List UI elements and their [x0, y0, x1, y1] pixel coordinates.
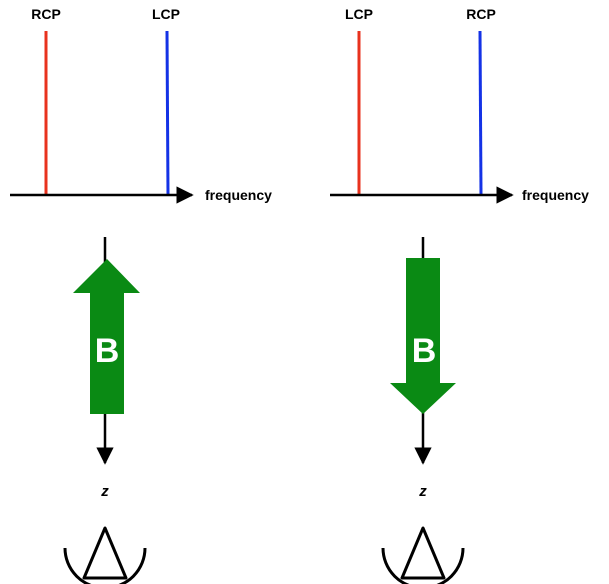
observer-eye-icon	[381, 526, 465, 584]
right-spectral-line-2	[478, 30, 483, 196]
left-line-2-label: LCP	[152, 6, 180, 22]
left-field-label: B	[95, 332, 120, 370]
right-field-arrow-down	[390, 258, 456, 414]
right-z-label: z	[418, 483, 427, 500]
right-line-1-label: LCP	[345, 6, 373, 22]
right-line-2-label: RCP	[466, 6, 496, 22]
left-panel: RCP LCP frequency B z	[10, 6, 272, 584]
right-frequency-axis-label: frequency	[522, 187, 589, 203]
left-z-label: z	[100, 483, 109, 500]
left-field-arrow-up	[73, 259, 140, 414]
right-field-label: B	[412, 332, 437, 370]
observer-eye-icon	[63, 526, 147, 584]
left-line-1-label: RCP	[31, 6, 61, 22]
right-panel: LCP RCP frequency B z	[330, 6, 589, 584]
left-frequency-axis-label: frequency	[205, 187, 272, 203]
left-spectral-line-2	[165, 30, 170, 196]
